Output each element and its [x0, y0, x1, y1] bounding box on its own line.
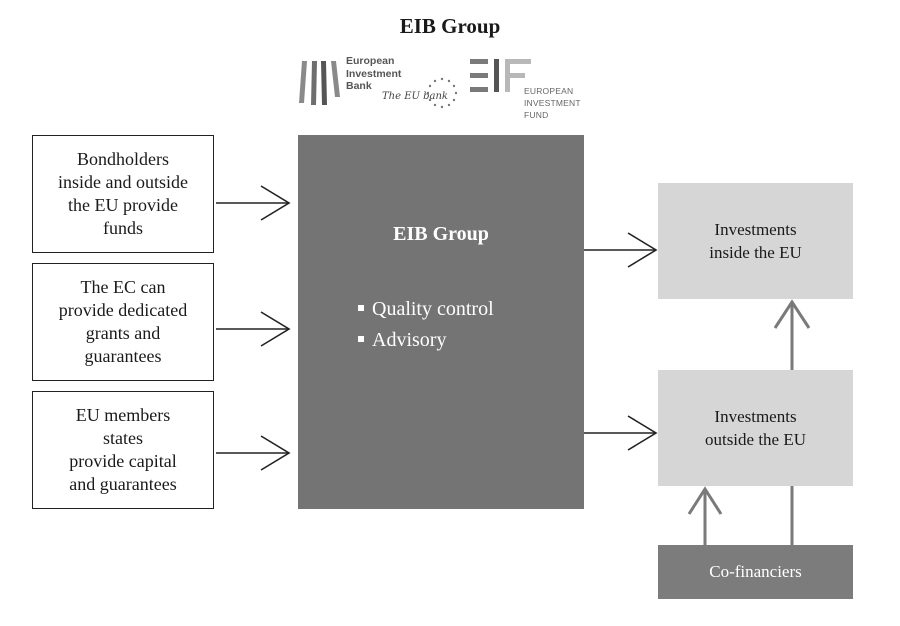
source-line: The EC can — [80, 277, 166, 297]
arrow-ec-to-eib-icon — [216, 311, 291, 347]
eib-logo-line: Bank — [346, 80, 372, 92]
source-line: provide dedicated — [58, 300, 188, 320]
source-line: Bondholders — [76, 149, 169, 169]
eib-logo: European Investment Bank The EU bank — [296, 55, 466, 115]
cofinanciers-box: Co-financiers — [658, 545, 853, 599]
eif-logo-mark-icon — [470, 59, 531, 92]
source-box-member-states: EU members states provide capital and gu… — [32, 391, 214, 509]
arrow-cofinanciers-to-outside-icon — [687, 486, 723, 545]
investment-line: Investments — [714, 407, 797, 426]
eif-logo-line: INVESTMENT — [524, 98, 581, 108]
service-item: Advisory — [358, 325, 494, 356]
eif-logo-line: FUND — [524, 110, 549, 120]
eib-logo-tagline: The EU bank — [382, 91, 448, 102]
source-line: grants and — [85, 323, 161, 343]
arrow-members-to-eib-icon — [216, 435, 291, 471]
source-line: the EU provide — [68, 195, 178, 215]
service-label: Quality control — [372, 298, 494, 320]
eif-logo: EUROPEAN INVESTMENT FUND — [468, 55, 598, 127]
eif-logo-line: EUROPEAN — [524, 86, 574, 96]
bullet-icon — [358, 305, 364, 311]
source-line: guarantees — [84, 346, 162, 366]
source-box-ec: The EC can provide dedicated grants and … — [32, 263, 214, 381]
source-box-bondholders: Bondholders inside and outside the EU pr… — [32, 135, 214, 253]
eu-stars-icon — [426, 77, 458, 109]
arrow-outside-to-inside-icon — [773, 299, 811, 370]
eib-group-services-list: Quality control Advisory — [358, 294, 494, 356]
eib-logo-mark-icon — [299, 61, 340, 105]
source-line: funds — [102, 218, 143, 238]
eib-logo-line: Investment — [346, 67, 402, 80]
source-line: and guarantees — [69, 474, 177, 494]
arrow-bondholders-to-eib-icon — [216, 185, 291, 221]
source-line: inside and outside — [58, 172, 188, 192]
investment-line: Investments — [714, 220, 797, 239]
arrow-eib-to-inside-icon — [584, 232, 658, 268]
eib-logo-line: European — [346, 55, 395, 67]
cofinanciers-label: Co-financiers — [709, 562, 802, 581]
investment-line: inside the EU — [709, 243, 802, 262]
source-line: provide capital — [69, 451, 177, 471]
page-title: EIB Group — [399, 14, 501, 38]
investment-line: outside the EU — [704, 430, 807, 449]
source-line: EU members — [75, 405, 171, 425]
eib-group-box: EIB Group Quality control Advisory — [298, 135, 584, 509]
investments-inside-box: Investments inside the EU — [658, 183, 853, 299]
investments-outside-box: Investments outside the EU — [658, 370, 853, 486]
service-item: Quality control — [358, 294, 494, 325]
bullet-icon — [358, 336, 364, 342]
arrow-eib-to-outside-icon — [584, 415, 658, 451]
eib-group-box-title: EIB Group — [393, 223, 489, 245]
source-line: states — [103, 428, 143, 448]
service-label: Advisory — [372, 329, 447, 351]
